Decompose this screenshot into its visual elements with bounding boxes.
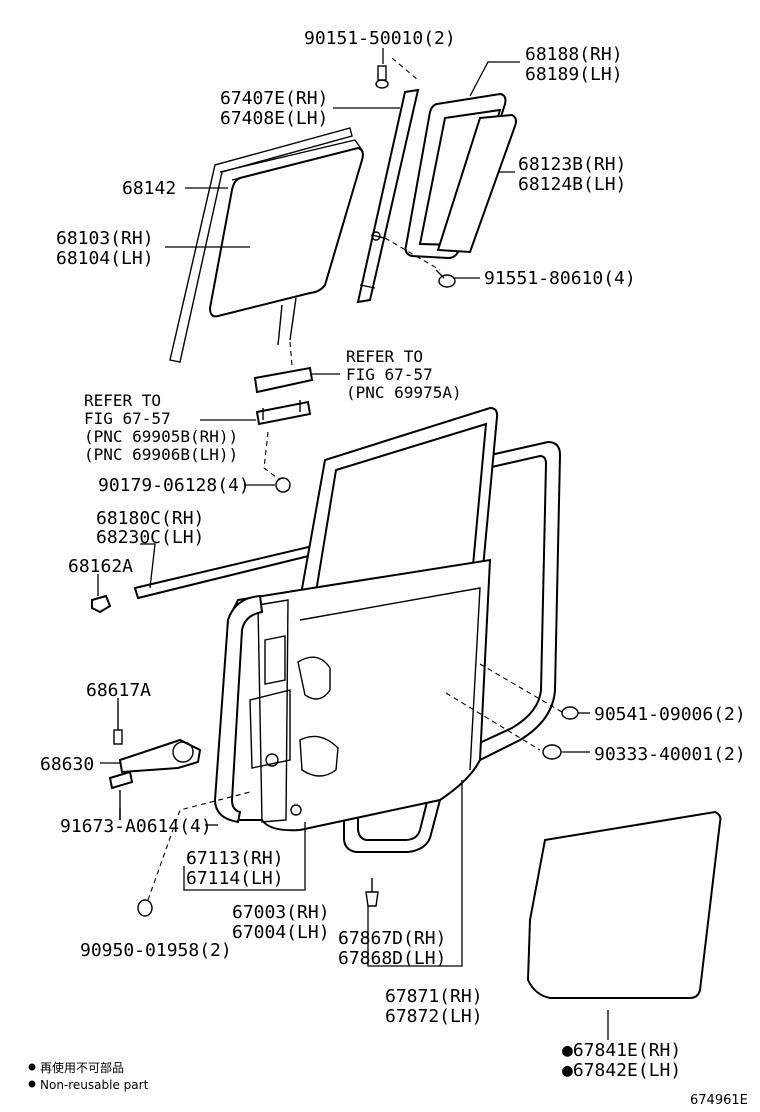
bolt-91673 <box>108 770 134 820</box>
label-67872: 67872(LH) <box>385 1006 483 1027</box>
label-90179: 90179-06128(4) <box>98 475 250 496</box>
label-67408: 67408E(LH) <box>220 108 328 129</box>
label-68617: 68617A <box>86 680 151 701</box>
plug-90333 <box>445 692 562 760</box>
label-90541: 90541-09006(2) <box>594 704 746 725</box>
legend-bullet-icon-2 <box>28 1080 36 1088</box>
label-68124: 68124B(LH) <box>518 174 626 195</box>
label-refer2-d: (PNC 69906B(LH)) <box>84 445 238 464</box>
door-check-68630 <box>118 738 202 774</box>
legend-bullet-icon <box>28 1063 36 1071</box>
legend-line-1: 再使用不可部品 <box>40 1060 124 1075</box>
legend-line-2: Non-reusable part <box>40 1078 149 1092</box>
label-refer1-c: (PNC 69975A) <box>346 383 462 402</box>
figure-id: 674961E <box>690 1093 748 1108</box>
nut-90179 <box>263 431 291 493</box>
door-outer-edge-67113 <box>213 594 264 824</box>
label-refer2-c: (PNC 69905B(RH)) <box>84 427 238 446</box>
plug-90950 <box>137 791 251 917</box>
door-glass-68103 <box>208 146 364 346</box>
label-67841: ●67841E(RH) <box>562 1040 681 1061</box>
bolt-91551 <box>384 237 456 288</box>
pin-68617A <box>113 702 123 745</box>
screw-90151 <box>375 57 419 89</box>
label-68123: 68123B(RH) <box>518 154 626 175</box>
division-bar-67407 <box>356 88 420 304</box>
label-91673: 91673-A0614(4) <box>60 816 212 837</box>
label-67842: ●67842E(LH) <box>562 1060 681 1081</box>
label-68104: 68104(LH) <box>56 248 154 269</box>
label-68188: 68188(RH) <box>525 44 623 65</box>
label-67003: 67003(RH) <box>232 902 330 923</box>
label-67407: 67407E(RH) <box>220 88 328 109</box>
label-67867: 67867D(RH) <box>338 928 446 949</box>
label-refer2-a: REFER TO <box>84 391 161 410</box>
label-90151: 90151-50010(2) <box>304 28 456 49</box>
upper-weatherstrip-67867 <box>299 406 499 601</box>
label-67113: 67113(RH) <box>186 848 284 869</box>
quarter-glass-68123 <box>436 113 517 254</box>
label-67004: 67004(LH) <box>232 922 330 943</box>
label-67114: 67114(LH) <box>186 868 284 889</box>
label-90950: 90950-01958(2) <box>80 940 232 961</box>
label-refer1-b: FIG 67-57 <box>346 365 433 384</box>
sash-channel-69905B <box>255 400 312 426</box>
label-68230: 68230C(LH) <box>96 527 204 548</box>
label-68189: 68189(LH) <box>525 64 623 85</box>
label-refer1-a: REFER TO <box>346 347 423 366</box>
label-67871: 67871(RH) <box>385 986 483 1007</box>
label-68630: 68630 <box>40 754 94 775</box>
service-hole-cover-67841E <box>526 810 722 999</box>
label-refer2-b: FIG 67-57 <box>84 409 171 428</box>
leader-lines <box>97 48 609 1040</box>
label-68103: 68103(RH) <box>56 228 154 249</box>
sash-channel-69975A <box>253 341 314 394</box>
label-91551: 91551-80610(4) <box>484 268 636 289</box>
label-90333: 90333-40001(2) <box>594 744 746 765</box>
label-68180: 68180C(RH) <box>96 508 204 529</box>
label-68162: 68162A <box>68 556 133 577</box>
clip-68162 <box>91 594 112 614</box>
label-68142: 68142 <box>122 178 176 199</box>
clip-67867D <box>365 878 379 907</box>
label-67868: 67868D(LH) <box>338 948 446 969</box>
